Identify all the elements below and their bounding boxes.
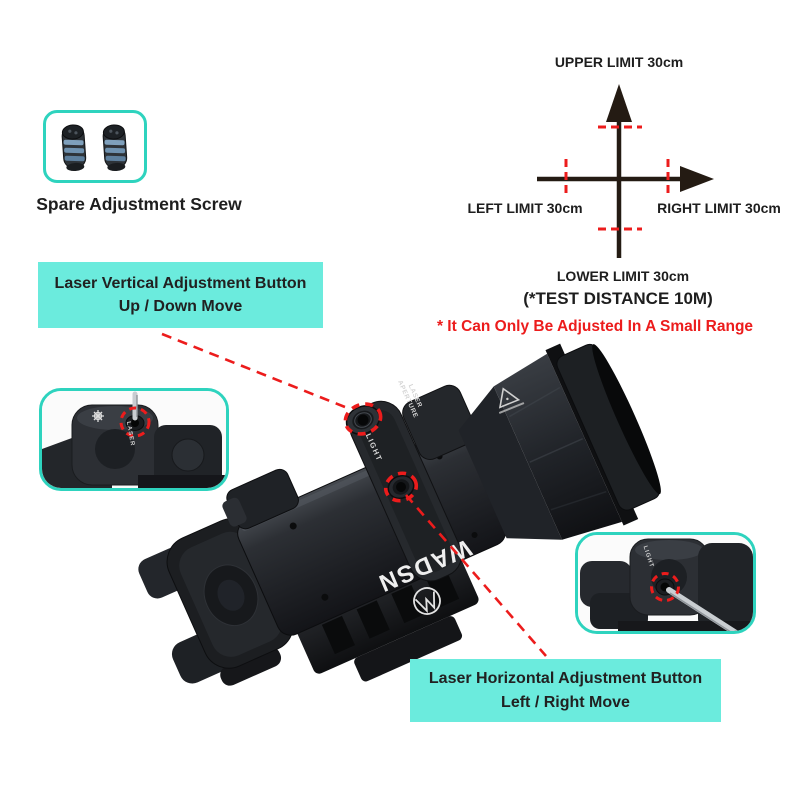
vertical-callout-line1: Laser Vertical Adjustment Button: [54, 274, 307, 292]
spare-screw-box: [43, 110, 147, 183]
horizontal-screw-inset: [575, 532, 756, 634]
horizontal-screw-inset-photo: [578, 535, 753, 631]
right-arrow-icon: [680, 166, 714, 192]
right-limit-label: RIGHT LIMIT 30cm: [657, 200, 781, 216]
vertical-callout-line2: Up / Down Move: [118, 298, 243, 315]
horizontal-callout-line1: Laser Horizontal Adjustment Button: [428, 670, 703, 688]
red-dashed-circle-inset-left: [119, 406, 151, 438]
up-arrow-icon: [606, 84, 632, 122]
clamp-latch: [222, 468, 299, 530]
flashlight-head: [458, 343, 661, 540]
spare-screw-1: [61, 124, 87, 171]
vertical-screw-inset-photo: [42, 391, 226, 488]
spare-screw-label: Spare Adjustment Screw: [36, 194, 242, 214]
flashlight-body-group: [138, 343, 661, 686]
gear-icon: [92, 410, 104, 422]
vertical-adjustment-callout: Laser Vertical Adjustment Button Up / Do…: [38, 262, 323, 328]
hex-key-vertical: [132, 391, 138, 421]
hex-key-horizontal: [666, 587, 739, 631]
adjustment-range-diagram: UPPER LIMIT 30cm LEFT LIMIT 30cm RIGHT L…: [430, 40, 800, 340]
spare-screws-image: [61, 124, 128, 171]
laser-warning-icon: [498, 387, 525, 414]
red-dashed-circle-inset-right: [650, 572, 680, 602]
aperture-block: [402, 384, 478, 460]
left-limit-label: LEFT LIMIT 30cm: [467, 200, 583, 216]
horizontal-adjustment-callout: Laser Horizontal Adjustment Button Left …: [410, 659, 721, 722]
range-note: * It Can Only Be Adjusted In A Small Ran…: [436, 318, 754, 335]
test-distance-label: (*TEST DISTANCE 10M): [523, 289, 713, 308]
upper-limit-label: UPPER LIMIT 30cm: [554, 54, 684, 70]
horizontal-callout-line2: Left / Right Move: [501, 693, 630, 711]
lower-limit-label: LOWER LIMIT 30cm: [556, 268, 690, 284]
spare-screw-2: [102, 124, 128, 171]
diagram-axes: [537, 84, 714, 258]
vertical-screw-inset: [39, 388, 229, 491]
